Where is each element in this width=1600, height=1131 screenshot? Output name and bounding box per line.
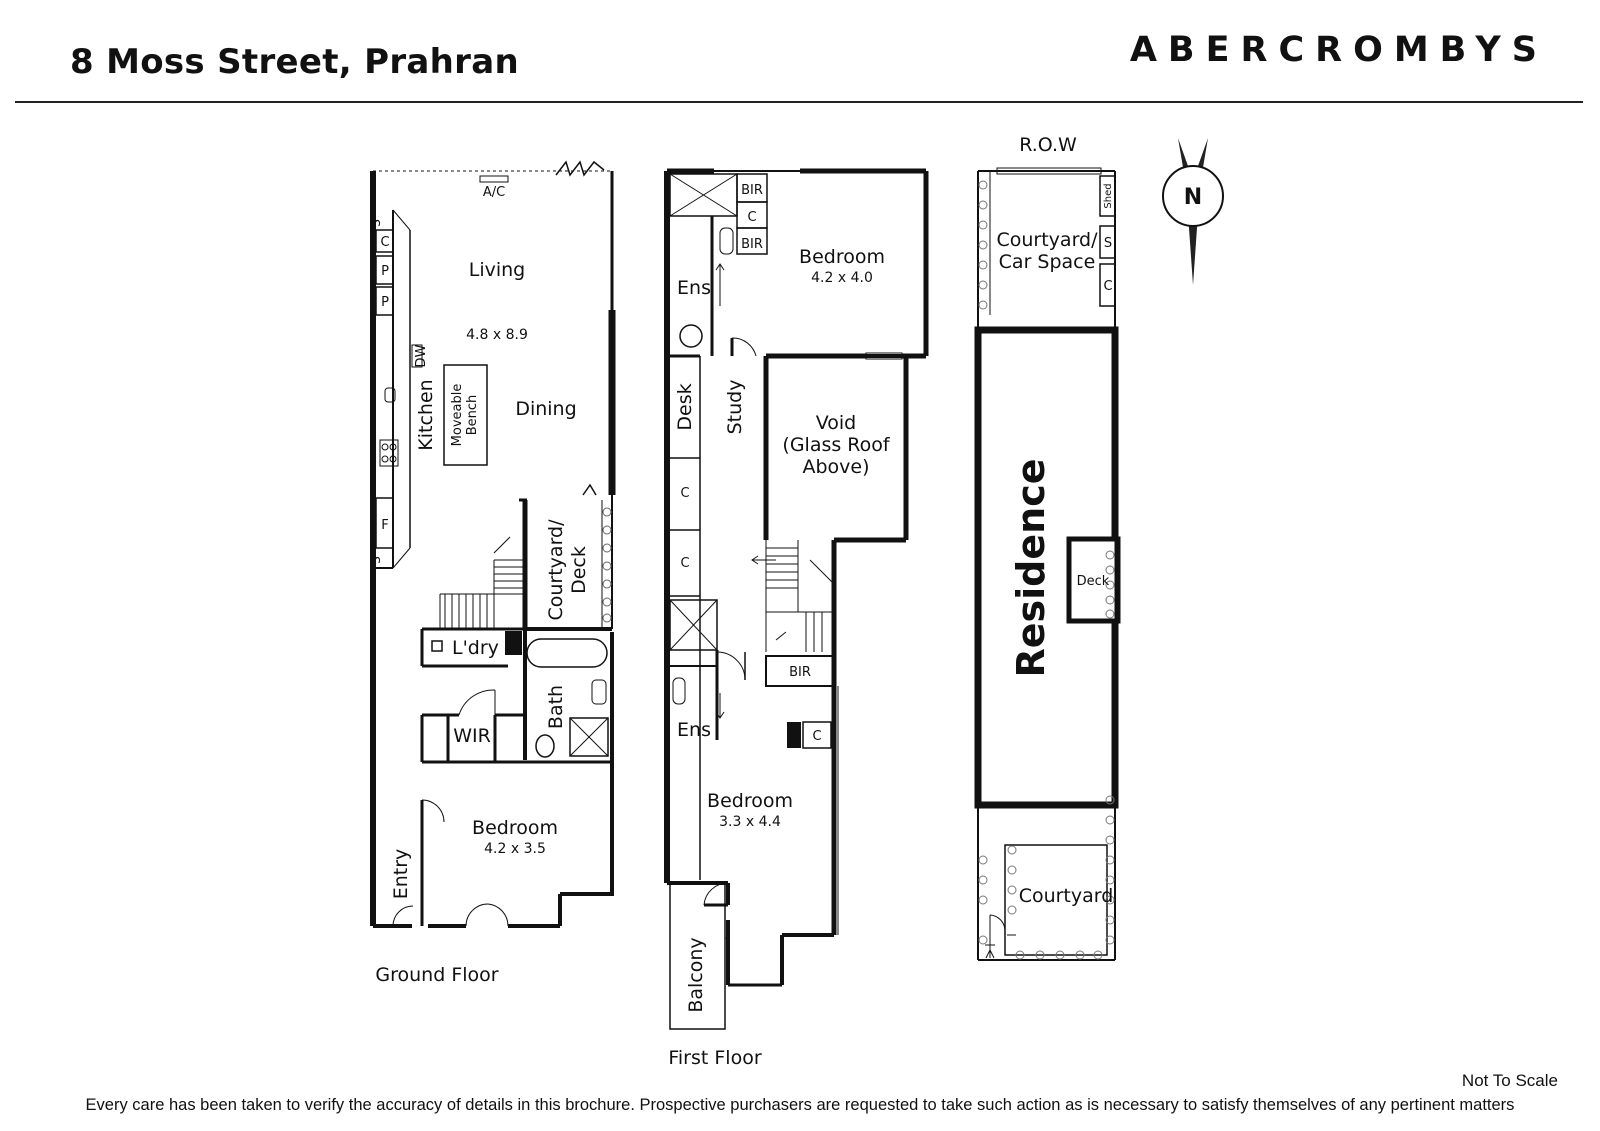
void-label-1: Void [816, 412, 857, 434]
balcony-label: Balcony [685, 937, 707, 1012]
ground-bedroom-dimensions: 4.2 x 3.5 [484, 841, 546, 857]
bir-label-3: BIR [789, 665, 811, 680]
cupboard-label-s2: S [369, 556, 383, 564]
void-label-3: Above) [802, 456, 869, 478]
bench-label-1: Moveable [450, 384, 465, 447]
c-label-site: C [1103, 279, 1112, 294]
ground-floor-caption: Ground Floor [375, 964, 498, 986]
bath-label: Bath [545, 685, 567, 729]
first-bedroom2-label: Bedroom [707, 790, 793, 812]
bench-label-2: Bench [465, 395, 480, 436]
cupboard-label-s1: S [369, 219, 383, 227]
dishwasher-label: DW [414, 344, 429, 367]
c-label-4: C [812, 729, 821, 744]
cupboard-label-p1: P [381, 264, 389, 279]
agency-logo: ABERCROMBYS [1129, 30, 1548, 70]
cupboard-label-c: C [380, 235, 389, 250]
disclaimer-text: Every care has been taken to verify the … [85, 1096, 1515, 1114]
courtyard-label: Courtyard [1019, 885, 1114, 907]
dining-label: Dining [515, 398, 576, 420]
courtyard-car-label-1: Courtyard/ [996, 229, 1098, 251]
laundry-label: L'dry [452, 637, 499, 659]
site-plan [974, 167, 1121, 961]
courtyard-car-label-2: Car Space [999, 251, 1096, 273]
ground-floor-plan [370, 160, 616, 928]
north-label: N [1184, 185, 1202, 210]
hedge-site [978, 180, 1115, 960]
property-address: 8 Moss Street, Prahran [70, 42, 519, 82]
first-bedroom1-label: Bedroom [799, 246, 885, 268]
bir-label-2: BIR [741, 237, 763, 252]
desk-label: Desk [674, 383, 696, 430]
bir-label-1: BIR [741, 183, 763, 198]
cupboard-label-f: F [381, 518, 388, 533]
deck-label: Deck [1077, 574, 1110, 589]
entry-label: Entry [390, 849, 412, 900]
first-bedroom1-dimensions: 4.2 x 4.0 [811, 270, 873, 286]
hedge-ground-floor [602, 507, 612, 623]
ensuite2-label: Ens [677, 719, 711, 741]
first-bedroom2-dimensions: 3.3 x 4.4 [719, 814, 781, 830]
s-label: S [1104, 236, 1112, 251]
cupboard-label-p2: P [381, 295, 389, 310]
ensuite1-label: Ens [677, 277, 711, 299]
north-arrow-icon [1162, 138, 1224, 285]
residence-label: Residence [1009, 458, 1053, 677]
living-label: Living [469, 259, 526, 281]
c-label-3: C [680, 556, 689, 571]
header-divider [15, 101, 1583, 103]
courtyard-deck-label-1: Courtyard/ [545, 519, 567, 621]
first-floor-plan [664, 168, 929, 1030]
living-dimensions: 4.8 x 8.9 [466, 327, 528, 343]
ac-label: A/C [483, 185, 505, 200]
kitchen-label: Kitchen [415, 379, 437, 450]
c-label-1: C [747, 210, 756, 225]
shed-label: Shed [1103, 183, 1114, 208]
c-label-2: C [680, 486, 689, 501]
void-label-2: (Glass Roof [782, 434, 890, 456]
ground-bedroom-label: Bedroom [472, 817, 558, 839]
study-label: Study [724, 380, 746, 435]
courtyard-deck-label-2: Deck [568, 546, 590, 594]
not-to-scale-note: Not To Scale [1461, 1071, 1558, 1090]
wir-label: WIR [453, 725, 491, 747]
row-label: R.O.W [1019, 134, 1077, 156]
first-floor-caption: First Floor [668, 1047, 761, 1069]
